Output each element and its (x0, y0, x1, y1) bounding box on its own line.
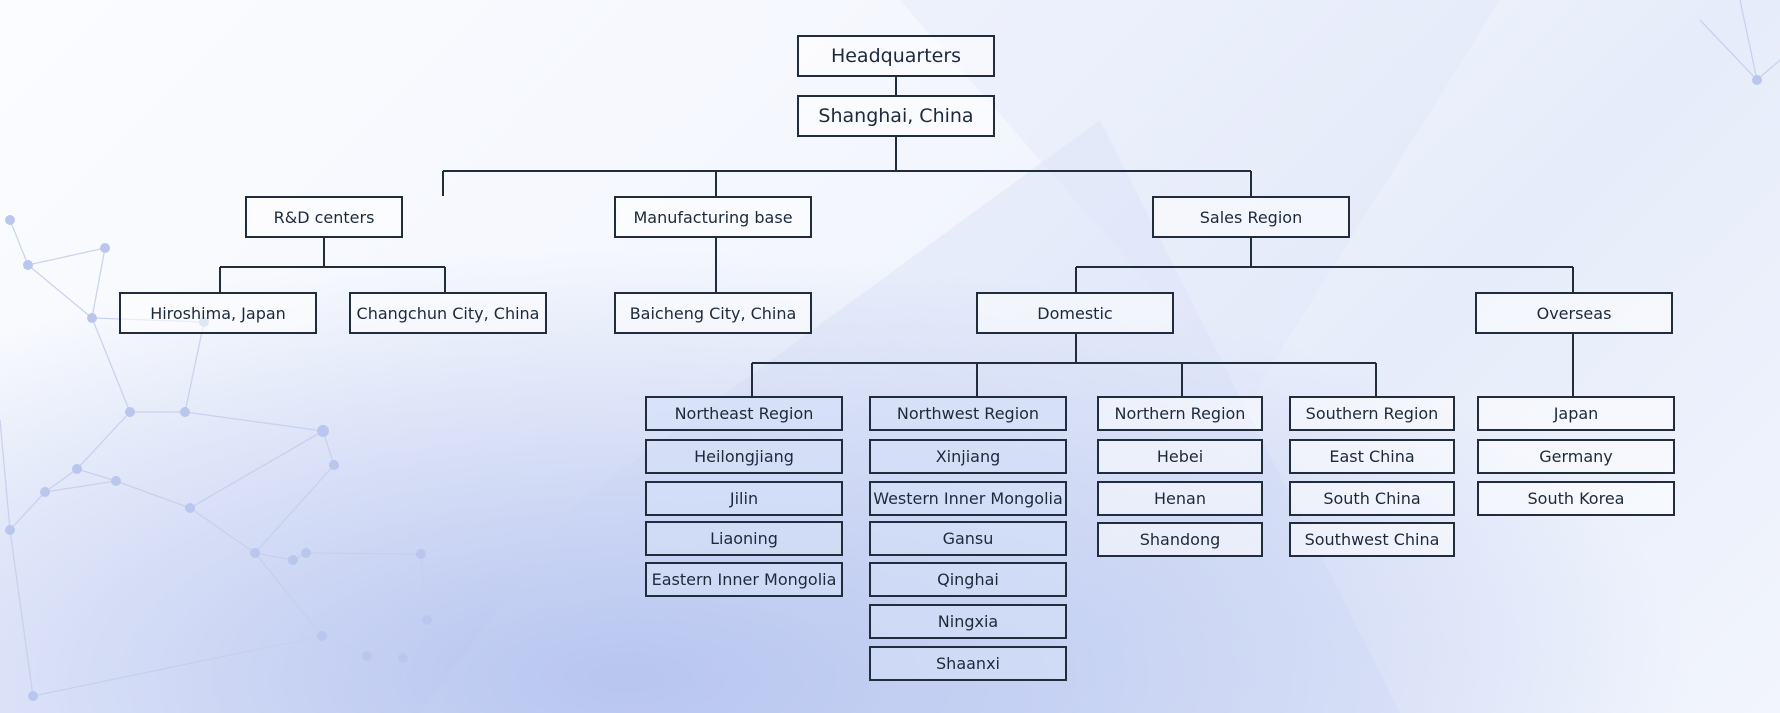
node-shanghai-china: Shanghai, China (797, 95, 995, 137)
node-qinghai: Qinghai (869, 562, 1067, 597)
node-northern-region: Northern Region (1097, 396, 1263, 431)
node-south-korea: South Korea (1477, 481, 1675, 516)
node-xinjiang: Xinjiang (869, 439, 1067, 474)
node-shandong: Shandong (1097, 522, 1263, 557)
node-manufacturing-base: Manufacturing base (614, 196, 812, 238)
node-baicheng-city-china: Baicheng City, China (614, 292, 812, 334)
node-east-china: East China (1289, 439, 1455, 474)
node-domestic: Domestic (976, 292, 1174, 334)
node-heilongjiang: Heilongjiang (645, 439, 843, 474)
node-southwest-china: Southwest China (1289, 522, 1455, 557)
node-germany: Germany (1477, 439, 1675, 474)
node-southern-region: Southern Region (1289, 396, 1455, 431)
node-eastern-inner-mongolia: Eastern Inner Mongolia (645, 562, 843, 597)
node-henan: Henan (1097, 481, 1263, 516)
node-sales-region: Sales Region (1152, 196, 1350, 238)
node-rd-centers: R&D centers (245, 196, 403, 238)
node-overseas: Overseas (1475, 292, 1673, 334)
node-ningxia: Ningxia (869, 604, 1067, 639)
node-northeast-region: Northeast Region (645, 396, 843, 431)
node-japan: Japan (1477, 396, 1675, 431)
node-jilin: Jilin (645, 481, 843, 516)
node-liaoning: Liaoning (645, 521, 843, 556)
node-shaanxi: Shaanxi (869, 646, 1067, 681)
node-gansu: Gansu (869, 521, 1067, 556)
node-south-china: South China (1289, 481, 1455, 516)
node-changchun-city-china: Changchun City, China (349, 292, 547, 334)
node-northwest-region: Northwest Region (869, 396, 1067, 431)
node-western-inner-mongolia: Western Inner Mongolia (869, 481, 1067, 516)
node-hebei: Hebei (1097, 439, 1263, 474)
node-headquarters: Headquarters (797, 35, 995, 77)
node-hiroshima-japan: Hiroshima, Japan (119, 292, 317, 334)
